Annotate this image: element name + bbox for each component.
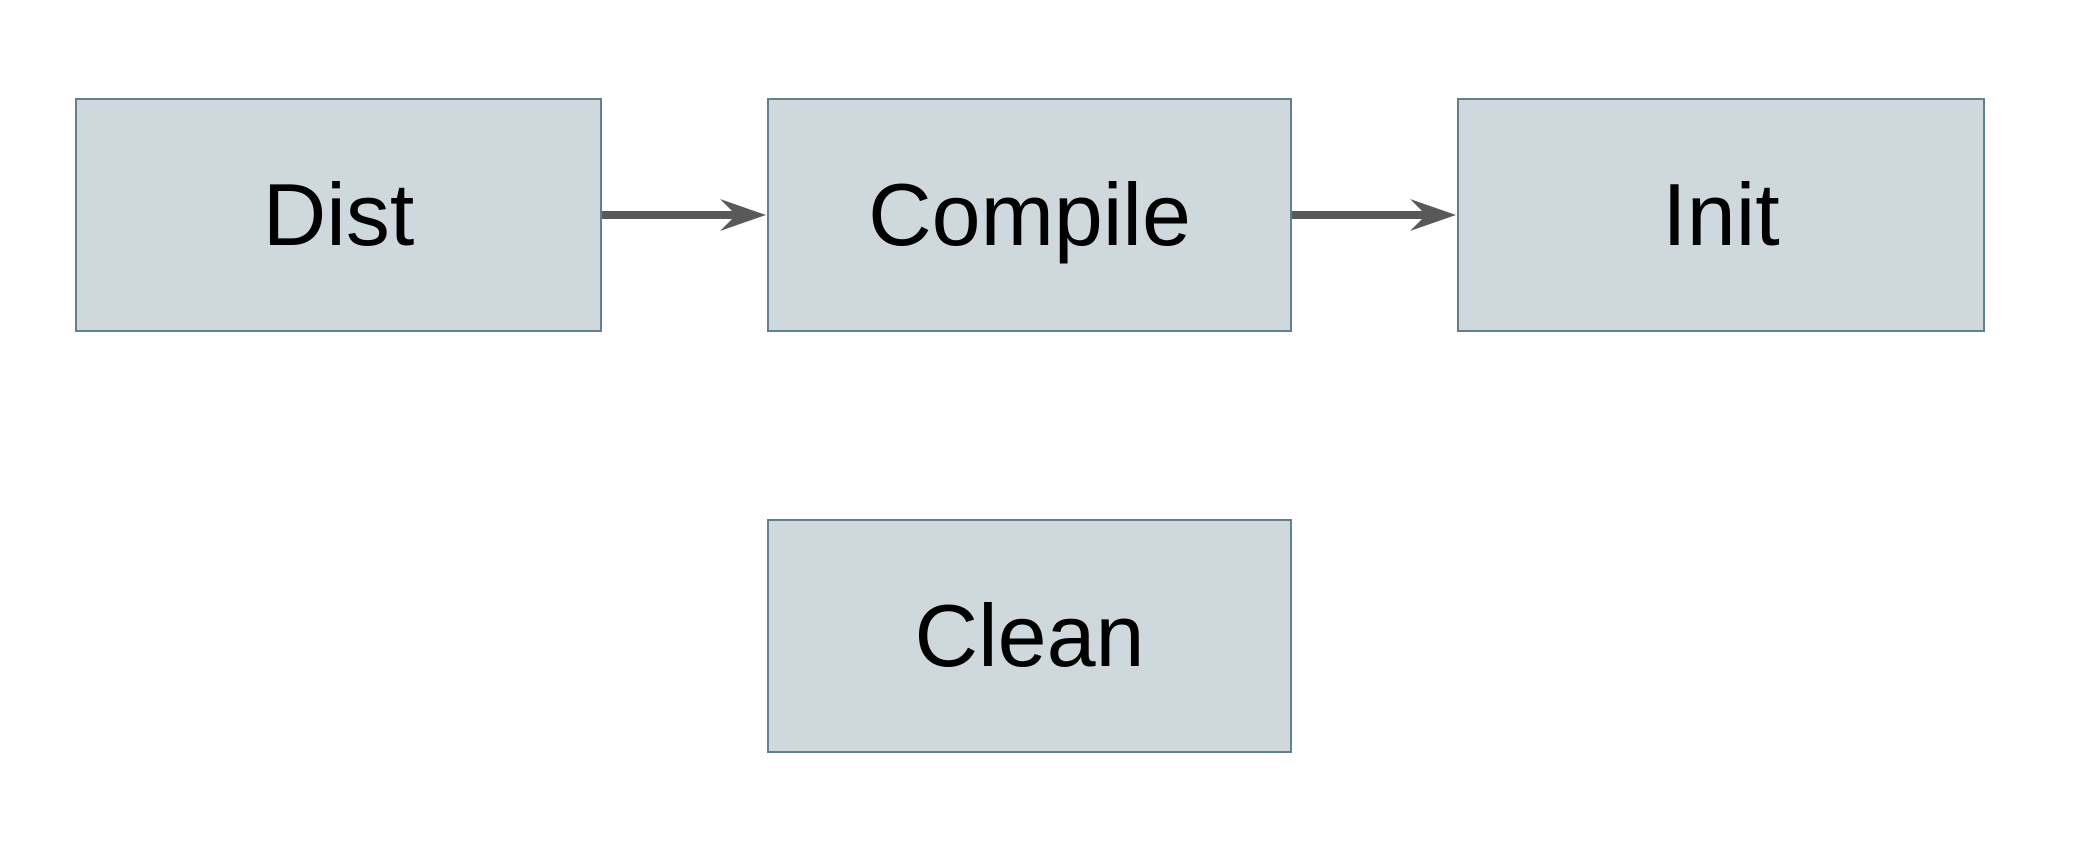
node-label-compile: Compile	[868, 165, 1191, 264]
node-compile: Compile	[767, 98, 1292, 332]
node-label-dist: Dist	[262, 165, 415, 264]
arrowhead-icon	[1410, 199, 1456, 231]
edge-dist-compile	[602, 199, 766, 231]
node-label-init: Init	[1662, 165, 1780, 264]
node-init: Init	[1457, 98, 1985, 332]
node-label-clean: Clean	[914, 586, 1145, 685]
edge-compile-init	[1292, 199, 1456, 231]
arrowhead-icon	[720, 199, 766, 231]
node-dist: Dist	[75, 98, 602, 332]
node-clean: Clean	[767, 519, 1292, 753]
